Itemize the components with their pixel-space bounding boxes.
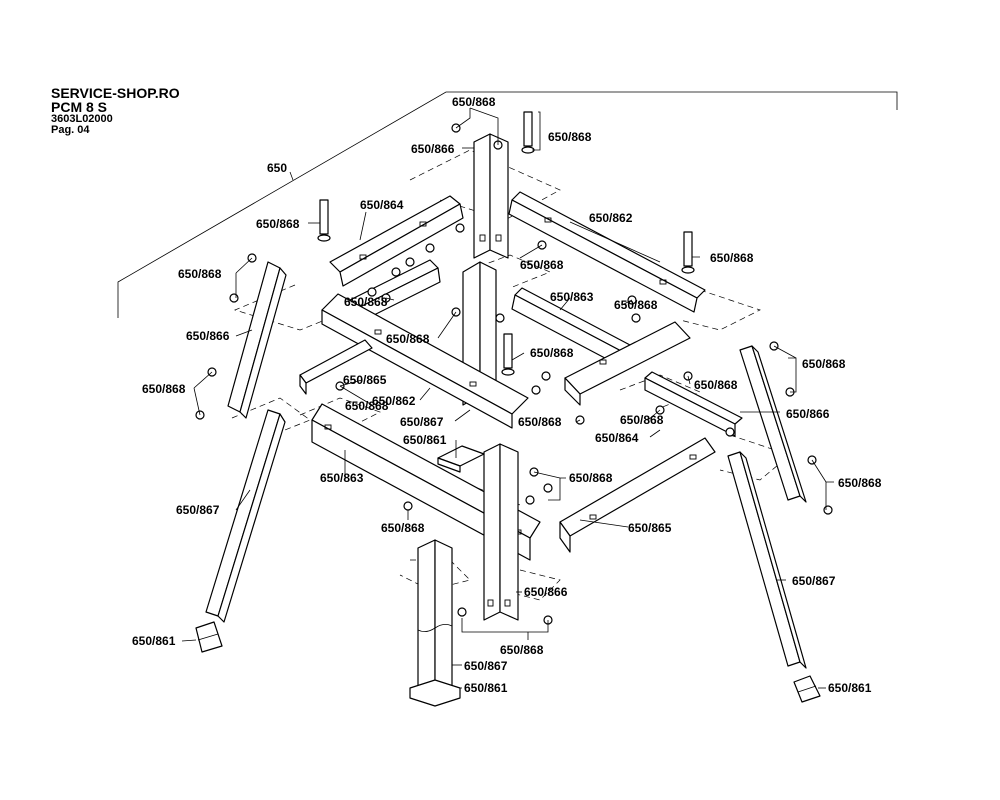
label-fastener-9: 650/868 bbox=[386, 332, 430, 346]
label-fastener-14: 650/868 bbox=[345, 399, 389, 413]
foot-center bbox=[437, 445, 485, 473]
page-number: Pag. 04 bbox=[51, 124, 90, 136]
leg-front bbox=[483, 443, 519, 621]
label-foot-4: 650/861 bbox=[828, 681, 872, 695]
label-leg-4: 650/866 bbox=[524, 585, 568, 599]
label-foot-3: 650/861 bbox=[464, 681, 508, 695]
label-foot-2: 650/861 bbox=[132, 634, 176, 648]
label-fastener-11: 650/868 bbox=[802, 357, 846, 371]
foot-front bbox=[409, 679, 461, 707]
label-fastener-8: 650/868 bbox=[614, 298, 658, 312]
bolt-right bbox=[681, 231, 695, 274]
label-fastener-1: 650/868 bbox=[452, 95, 496, 109]
leg-lower-front bbox=[417, 539, 453, 699]
label-rail-long-top-2: 650/862 bbox=[372, 394, 416, 408]
assembly-bracket bbox=[117, 91, 898, 318]
label-rail-short-bottom-1: 650/865 bbox=[343, 373, 387, 387]
label-fastener-20: 650/868 bbox=[500, 643, 544, 657]
bolt-left bbox=[317, 199, 331, 242]
rail-back-right bbox=[508, 191, 706, 313]
label-fastener-12: 650/868 bbox=[694, 378, 738, 392]
foot-right bbox=[793, 675, 821, 703]
label-foot-1: 650/861 bbox=[403, 433, 447, 447]
rail-right-top bbox=[564, 321, 691, 406]
rail-left-lower bbox=[299, 339, 373, 395]
article-number: 3603L02000 bbox=[51, 113, 113, 125]
label-fastener-19: 650/868 bbox=[381, 521, 425, 535]
label-fastener-4: 650/868 bbox=[710, 251, 754, 265]
leg-right-upper bbox=[739, 345, 807, 503]
label-fastener-16: 650/868 bbox=[620, 413, 664, 427]
label-leg-lower-4: 650/867 bbox=[464, 659, 508, 673]
rail-front-top bbox=[321, 293, 529, 429]
label-fastener-6: 650/868 bbox=[178, 267, 222, 281]
label-rail-long-bottom-2: 650/863 bbox=[320, 471, 364, 485]
bolt-center bbox=[501, 333, 515, 376]
bolt-top-center bbox=[521, 111, 535, 154]
rail-front-lower-short bbox=[559, 437, 716, 553]
label-fastener-2: 650/868 bbox=[548, 130, 592, 144]
model-name: PCM 8 S bbox=[51, 99, 108, 115]
label-leg-2: 650/866 bbox=[186, 329, 230, 343]
leg-back bbox=[473, 133, 509, 259]
label-fastener-13: 650/868 bbox=[142, 382, 186, 396]
label-fastener-17: 650/868 bbox=[569, 471, 613, 485]
leg-left-upper bbox=[227, 261, 287, 419]
label-rail-short-top-1: 650/864 bbox=[360, 198, 404, 212]
label-assembly: 650 bbox=[267, 161, 287, 175]
label-rail-short-top-2: 650/864 bbox=[595, 431, 639, 445]
label-fastener-5: 650/868 bbox=[520, 258, 564, 272]
label-leg-lower-1: 650/867 bbox=[400, 415, 444, 429]
label-fastener-7: 650/868 bbox=[344, 295, 388, 309]
label-fastener-18: 650/868 bbox=[838, 476, 882, 490]
rail-right-lower bbox=[644, 371, 743, 437]
rail-front-lower-long bbox=[311, 403, 541, 561]
label-leg-1: 650/866 bbox=[411, 142, 455, 156]
shop-title: SERVICE-SHOP.RO bbox=[51, 85, 180, 101]
leg-right-lower bbox=[727, 451, 807, 669]
label-rail-short-bottom-2: 650/865 bbox=[628, 521, 672, 535]
label-fastener-10: 650/868 bbox=[530, 346, 574, 360]
foot-left bbox=[195, 621, 223, 653]
leg-left-lower bbox=[205, 409, 286, 623]
label-leg-lower-3: 650/867 bbox=[792, 574, 836, 588]
part-labels: 650 650/868 650/868 650/866 650/864 650/… bbox=[132, 95, 882, 695]
label-rail-long-top-1: 650/862 bbox=[589, 211, 633, 225]
label-fastener-3: 650/868 bbox=[256, 217, 300, 231]
label-fastener-15: 650/868 bbox=[518, 415, 562, 429]
label-leg-lower-2: 650/867 bbox=[176, 503, 220, 517]
label-leg-3: 650/866 bbox=[786, 407, 830, 421]
label-rail-long-bottom-1: 650/863 bbox=[550, 290, 594, 304]
bolt-group bbox=[317, 111, 695, 376]
leader-lines bbox=[181, 107, 834, 689]
rail-back-left bbox=[329, 195, 464, 287]
